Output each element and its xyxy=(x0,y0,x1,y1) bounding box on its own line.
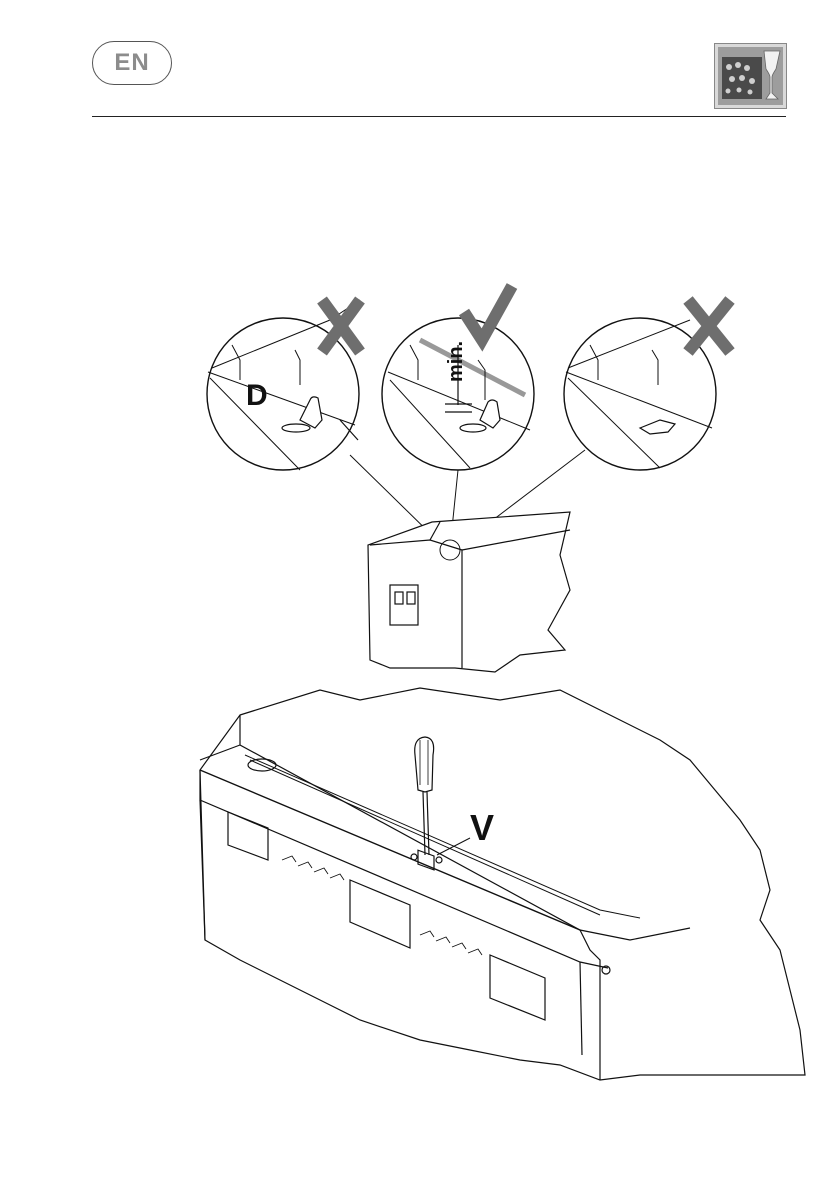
detail-circle-correct xyxy=(382,318,534,470)
callout-label-d: D xyxy=(246,379,268,412)
appliance-corner-overview xyxy=(368,512,570,672)
cross-mark-icon xyxy=(688,300,730,352)
check-mark-icon xyxy=(464,286,512,340)
callout-label-min: min. xyxy=(445,341,467,382)
dishwasher-door-assembly xyxy=(200,688,805,1080)
callout-label-v: V xyxy=(470,807,494,848)
